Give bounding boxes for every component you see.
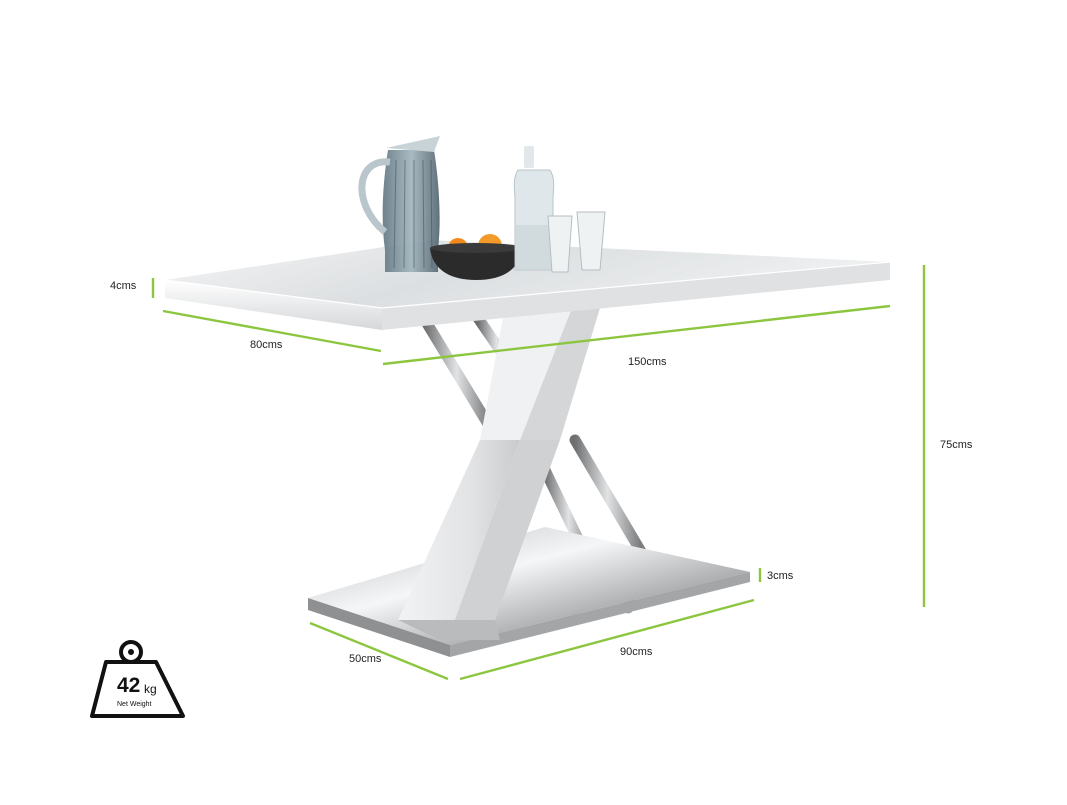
base-thickness-label: 3cms [767,570,794,582]
drinking-glasses [547,211,606,273]
dining-table-photo [164,136,891,657]
height-label: 75cms [940,439,973,451]
top-thickness-label: 4cms [110,280,137,292]
table-base-plate [308,527,750,657]
length-label: 150cms [628,356,667,368]
length-line [382,304,891,366]
weight-caption: Net Weight [117,701,152,708]
dimension-lines [151,265,926,681]
table-top [164,240,891,330]
glass-bottle [513,146,555,271]
base-length-label: 90cms [620,646,653,658]
glass-jug [358,136,440,272]
weight-unit: kg [144,682,157,696]
fruit-bowl [430,234,522,280]
depth-line [162,309,382,353]
base-length-line [459,598,755,681]
weight-icon [90,640,185,718]
base-depth-label: 50cms [349,653,382,665]
weight-value: 42 [117,674,141,697]
depth-label: 80cms [250,339,283,351]
base-depth-line [309,621,449,681]
